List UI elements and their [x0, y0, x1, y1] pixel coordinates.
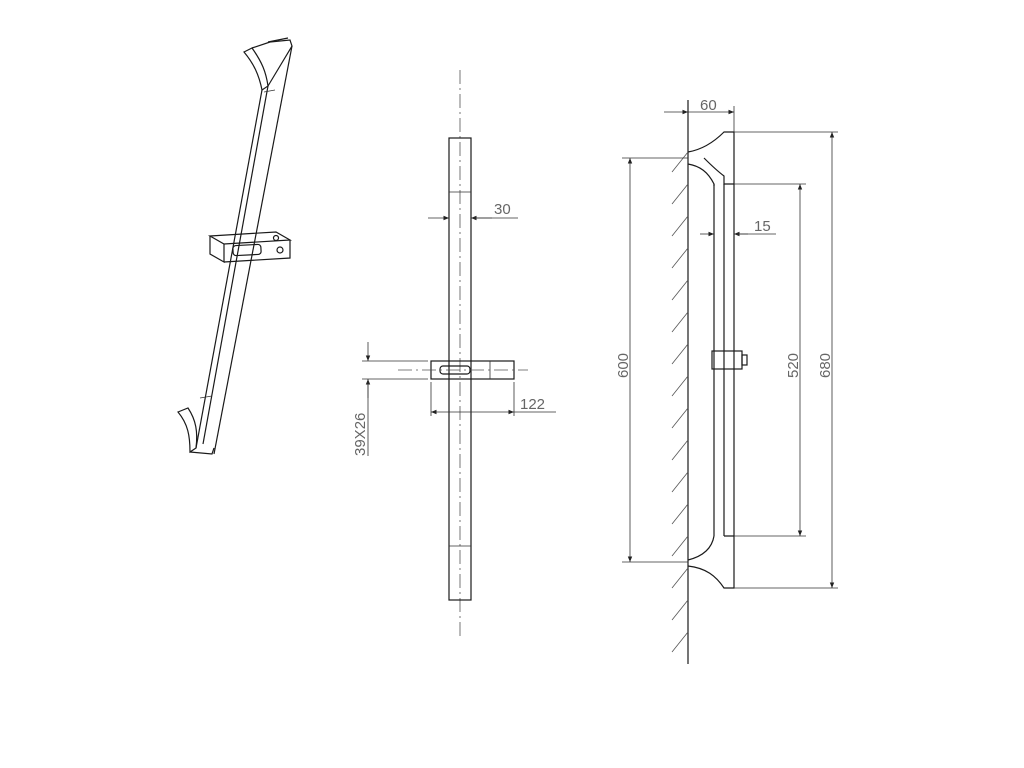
iso-top-bracket-face: [251, 39, 293, 87]
iso-bottom-bracket: [177, 407, 198, 454]
side-slider-holder: [711, 350, 743, 370]
dim-bracket-spacing: 600: [615, 353, 632, 378]
iso-bar-left-edge: [195, 89, 263, 449]
iso-slider-holder: [207, 231, 293, 264]
side-bottom-bracket: [687, 535, 715, 561]
dim-overall-height: 680: [817, 353, 834, 378]
dim-holder-section: 39X26: [352, 413, 369, 456]
side-view: 60 15 680 520 600: [615, 97, 838, 664]
side-top-bracket: [687, 131, 735, 185]
isometric-view: [177, 37, 293, 455]
dim-holder-length: 122: [520, 396, 545, 413]
dim-rail-length: 520: [785, 353, 802, 378]
front-bar: [448, 137, 472, 601]
front-view: 30 122 39X26: [352, 70, 556, 640]
iso-bar-right-edge: [213, 45, 293, 455]
dim-wall-offset: 60: [700, 97, 717, 114]
dim-rail-depth: 15: [754, 218, 771, 235]
iso-top-bracket: [243, 47, 269, 91]
dim-bar-width: 30: [494, 201, 511, 218]
wall-hatching: [671, 151, 689, 653]
